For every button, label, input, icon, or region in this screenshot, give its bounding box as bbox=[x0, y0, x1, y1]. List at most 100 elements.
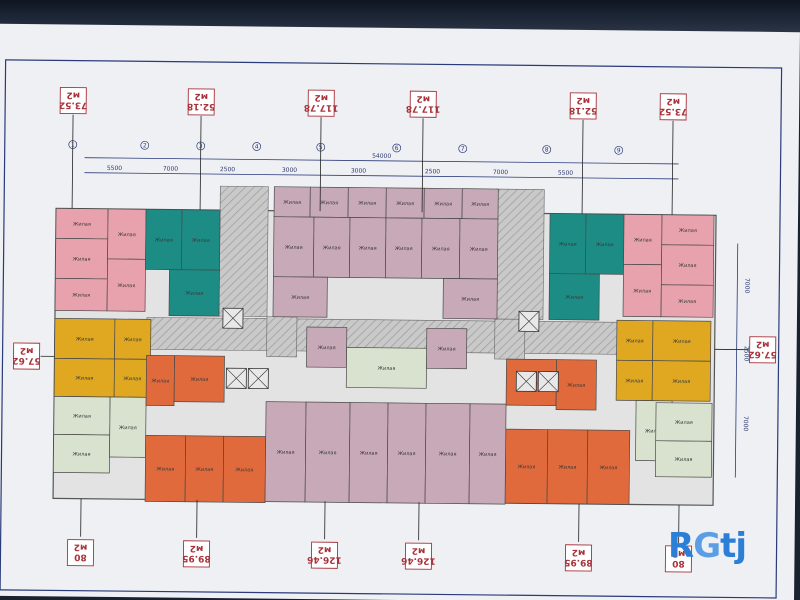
elevator-cross bbox=[226, 368, 247, 389]
area-tag-unit: м2 bbox=[194, 91, 208, 101]
room bbox=[442, 278, 498, 320]
area-tag-box bbox=[564, 544, 593, 572]
room-label: Жилая bbox=[192, 238, 210, 244]
drawing-frame bbox=[0, 59, 783, 599]
dimension-line bbox=[734, 243, 739, 478]
area-tag-unit: м2 bbox=[74, 542, 88, 552]
area-tag-value: 57.62 bbox=[12, 355, 41, 365]
room-label: Жилая bbox=[567, 383, 585, 389]
axis-marker-label: 8 bbox=[545, 147, 549, 154]
area-tag-unit: м2 bbox=[572, 547, 586, 557]
room-label: Жилая bbox=[565, 295, 583, 301]
elevator-cross bbox=[518, 311, 540, 332]
elevator-cross bbox=[515, 371, 537, 392]
area-tag-box bbox=[310, 541, 339, 569]
site-logo: RGtj bbox=[668, 526, 747, 566]
room-label: Жилая bbox=[124, 337, 142, 343]
area-tag-box bbox=[307, 89, 335, 117]
room bbox=[655, 402, 713, 442]
area-tag-unit: м2 bbox=[318, 544, 332, 554]
area-tag-unit: м2 bbox=[314, 92, 328, 102]
hatched-corridor bbox=[266, 316, 298, 358]
area-tag-box bbox=[749, 336, 777, 364]
room-label: Жилая bbox=[119, 425, 137, 431]
area-tag-box bbox=[59, 86, 87, 115]
axis-marker bbox=[542, 145, 552, 154]
area-tag-box bbox=[182, 540, 211, 568]
room bbox=[660, 284, 714, 318]
area-tag-box bbox=[404, 542, 433, 570]
area-tag-unit: м2 bbox=[20, 345, 34, 355]
elevator-cross bbox=[222, 308, 244, 329]
room-label: Жилая bbox=[318, 345, 336, 351]
axis-marker bbox=[614, 145, 624, 155]
room bbox=[548, 273, 600, 321]
room-label: Жилая bbox=[155, 237, 173, 243]
dimension-segment: 7000 bbox=[163, 166, 179, 173]
room-label: Жилая bbox=[195, 467, 213, 473]
logo-g: G bbox=[693, 526, 721, 566]
area-tag-unit: м2 bbox=[416, 93, 430, 103]
room bbox=[651, 360, 711, 402]
area-tag-value: 57.62 bbox=[748, 349, 777, 359]
hatched-corridor bbox=[494, 188, 545, 320]
leader-line bbox=[319, 117, 322, 212]
area-tag-unit: м2 bbox=[412, 545, 426, 555]
room-label: Жилая bbox=[625, 378, 643, 384]
area-tag-value: 73.52 bbox=[59, 99, 88, 109]
room bbox=[586, 429, 631, 505]
room bbox=[345, 347, 428, 389]
area-tag-value: 73.52 bbox=[659, 106, 688, 116]
room-label: Жилая bbox=[633, 288, 651, 294]
room-label: Жилая bbox=[599, 465, 617, 471]
area-tag-value: 89.95 bbox=[564, 557, 593, 567]
elevator-cross bbox=[537, 371, 559, 392]
room-label: Жилая bbox=[517, 464, 535, 470]
leader-line bbox=[71, 114, 74, 209]
floor-plan: 5400055007000250030003000250070005500123… bbox=[0, 59, 783, 599]
room-label: Жилая bbox=[396, 201, 414, 207]
room-label: Жилая bbox=[673, 339, 691, 345]
hatched-corridor bbox=[218, 185, 269, 317]
room-label: Жилая bbox=[320, 200, 338, 206]
area-tag-value: 52.18 bbox=[187, 101, 216, 111]
room bbox=[109, 396, 147, 458]
room-label: Жилая bbox=[439, 451, 457, 457]
axis-marker bbox=[458, 144, 468, 154]
room-label: Жилая bbox=[377, 366, 395, 372]
area-tag-value: 117.78 bbox=[406, 103, 441, 113]
room-label: Жилая bbox=[319, 450, 337, 456]
room-label: Жилая bbox=[678, 299, 696, 305]
leader-line bbox=[581, 119, 584, 214]
area-tag-value: 117.78 bbox=[304, 102, 339, 112]
room-label: Жилая bbox=[479, 452, 497, 458]
room-label: Жилая bbox=[73, 257, 91, 263]
room bbox=[272, 276, 328, 318]
room-label: Жилая bbox=[679, 228, 697, 234]
room-label: Жилая bbox=[359, 246, 377, 252]
room-label: Жилая bbox=[679, 263, 697, 269]
area-tag-box bbox=[187, 88, 215, 116]
leader-line bbox=[421, 118, 424, 213]
room-label: Жилая bbox=[117, 283, 135, 289]
room bbox=[106, 258, 146, 312]
dimension-side: 7000 bbox=[742, 416, 749, 432]
room-label: Жилая bbox=[626, 338, 644, 344]
leader-line bbox=[199, 115, 202, 210]
room-label: Жилая bbox=[291, 295, 309, 301]
floor-plan-sheet: 5400055007000250030003000250070005500123… bbox=[0, 23, 800, 600]
room-label: Жилая bbox=[559, 242, 577, 248]
room-label: Жилая bbox=[190, 377, 208, 383]
area-tag-box bbox=[659, 93, 687, 121]
dimension-line bbox=[84, 157, 679, 165]
room-label: Жилая bbox=[75, 376, 93, 382]
